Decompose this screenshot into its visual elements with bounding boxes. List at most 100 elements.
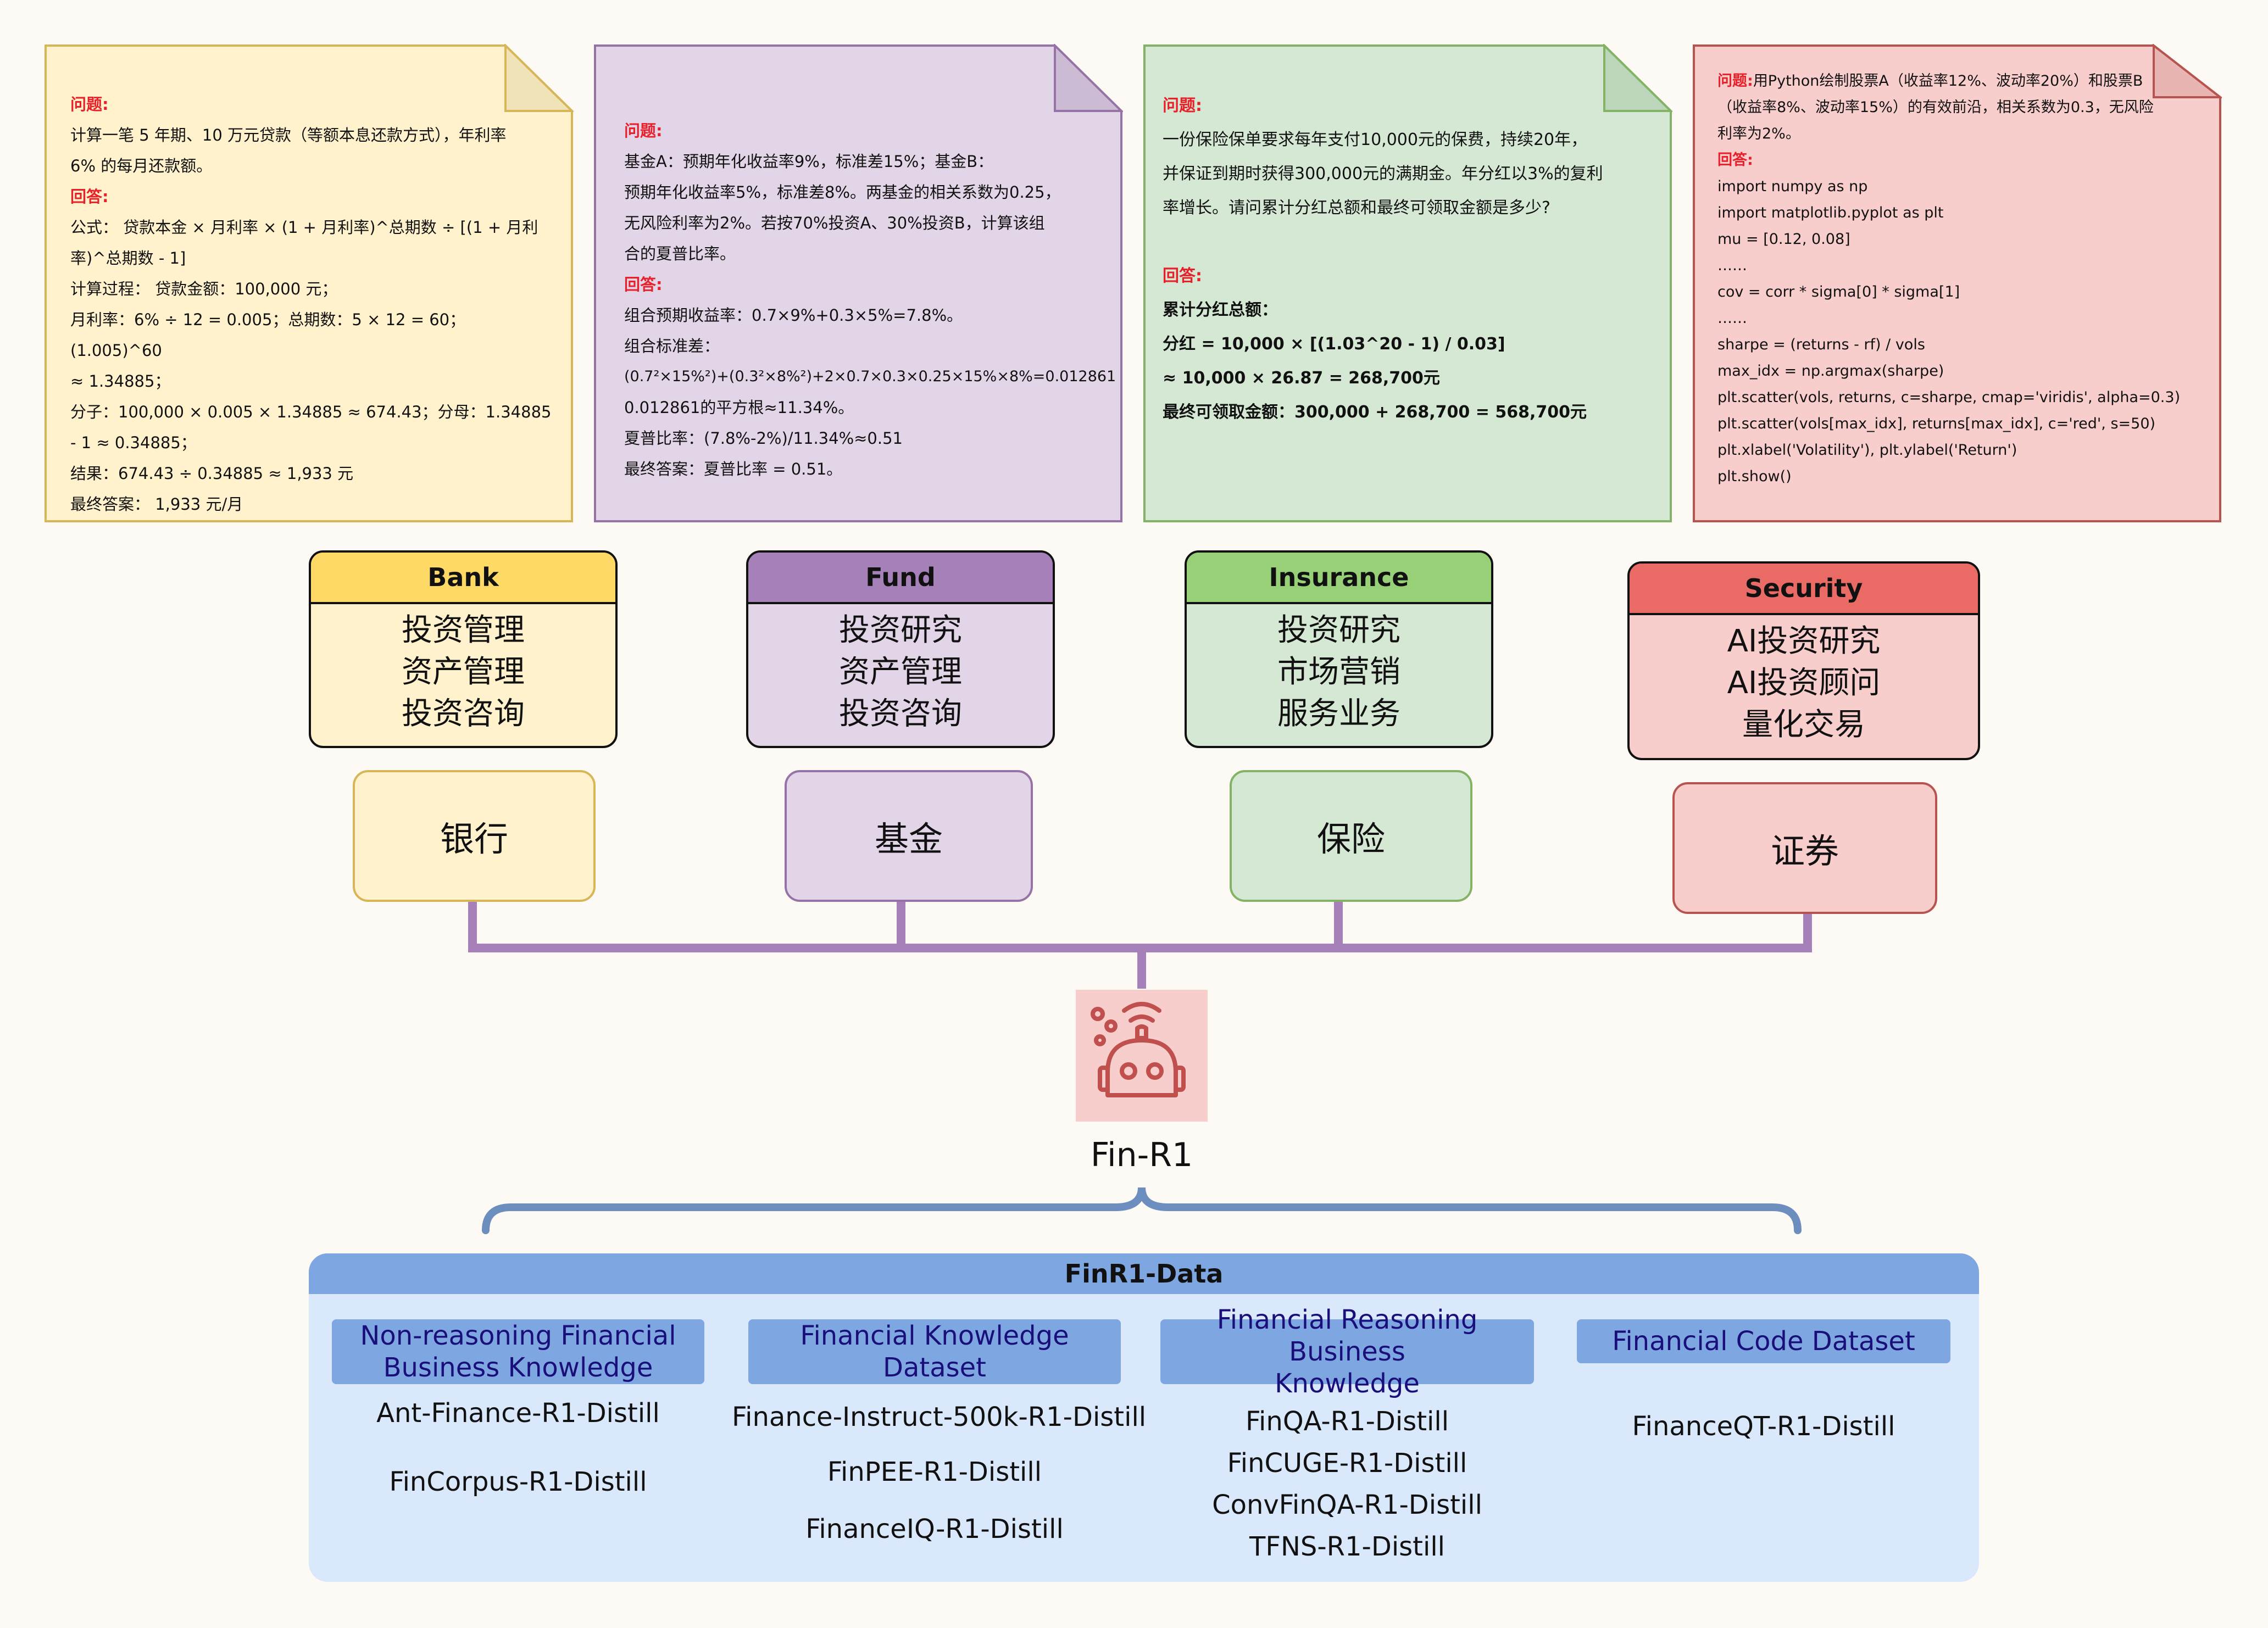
card-title: Security bbox=[1630, 564, 1978, 615]
card-item: AI投资顾问 bbox=[1727, 665, 1881, 701]
card-item: 投资研究 bbox=[839, 612, 962, 648]
data-panel-title: FinR1-Data bbox=[309, 1253, 1979, 1294]
question-label: 问题: bbox=[1163, 96, 1202, 115]
dataset-item: FinQA-R1-Distill bbox=[1245, 1406, 1449, 1437]
data-panel: FinR1-Data Non-reasoning Financial Busin… bbox=[309, 1253, 1979, 1582]
question-text: 一份保险保单要求每年支付10,000元的保费，持续20年， bbox=[1163, 130, 1588, 149]
answer-label: 回答: bbox=[1163, 266, 1202, 286]
question-label: 问题: bbox=[624, 121, 663, 140]
card-title: Fund bbox=[748, 553, 1053, 604]
card-title: Bank bbox=[311, 553, 615, 604]
code-line: plt.show() bbox=[1717, 468, 1792, 485]
answer-text: ≈ 1.34885； bbox=[70, 372, 171, 391]
category-non-reasoning: Non-reasoning Financial Business Knowled… bbox=[332, 1319, 704, 1384]
category-title: Financial Reasoning Business bbox=[1216, 1304, 1478, 1367]
category-title: Business Knowledge bbox=[383, 1352, 653, 1383]
card-item: 市场营销 bbox=[1277, 654, 1400, 690]
curly-brace bbox=[482, 1187, 1802, 1234]
answer-text: - 1 ≈ 0.34885； bbox=[70, 433, 197, 452]
card-item: 资产管理 bbox=[402, 654, 525, 690]
answer-text: 结果：674.43 ÷ 0.34885 ≈ 1,933 元 bbox=[70, 464, 354, 483]
category-title: Financial Knowledge Dataset bbox=[800, 1320, 1069, 1383]
dataset-item: ConvFinQA-R1-Distill bbox=[1212, 1490, 1482, 1520]
dataset-item: Finance-Instruct-500k-R1-Distill bbox=[732, 1402, 1147, 1432]
code-line: plt.scatter(vols[max_idx], returns[max_i… bbox=[1717, 415, 2156, 432]
dataset-item: FinanceQT-R1-Distill bbox=[1632, 1411, 1895, 1442]
answer-label: 回答: bbox=[70, 187, 109, 206]
sector-fund: 基金 bbox=[785, 770, 1033, 902]
answer-text: 计算过程： 贷款金额：100,000 元； bbox=[70, 280, 338, 298]
answer-text: 分子：100,000 × 0.005 × 1.34885 ≈ 674.43；分母… bbox=[70, 403, 552, 421]
dataset-item: FinCorpus-R1-Distill bbox=[389, 1467, 647, 1497]
answer-text: 累计分红总额： bbox=[1163, 300, 1278, 320]
code-line: …… bbox=[1717, 310, 1747, 327]
card-item: 资产管理 bbox=[839, 654, 962, 690]
question-text: （收益率8%、波动率15%）的有效前沿，相关系数为0.3，无风险 bbox=[1717, 99, 2154, 116]
note-shape-fund bbox=[594, 44, 1123, 522]
qa-note-fund: 问题: 基金A：预期年化收益率9%，标准差15%；基金B： 预期年化收益率5%，… bbox=[593, 44, 1123, 523]
answer-text: 最终可领取金额：300,000 + 268,700 = 568,700元 bbox=[1163, 403, 1587, 422]
question-text: 用Python绘制股票A（收益率12%、波动率20%）和股票B bbox=[1753, 73, 2143, 90]
answer-text: 公式： 贷款本金 × 月利率 × (1 + 月利率)^总期数 ÷ [(1 + 月… bbox=[70, 218, 538, 237]
code-line: plt.scatter(vols, returns, c=sharpe, cma… bbox=[1717, 389, 2181, 406]
card-insurance: Insurance 投资研究 市场营销 服务业务 bbox=[1185, 550, 1493, 748]
note-body-security: 问题:用Python绘制股票A（收益率12%、波动率20%）和股票B （收益率8… bbox=[1717, 68, 2212, 490]
question-text: 基金A：预期年化收益率9%，标准差15%；基金B： bbox=[624, 152, 994, 171]
dataset-item: TFNS-R1-Distill bbox=[1249, 1531, 1445, 1562]
card-items: AI投资研究 AI投资顾问 量化交易 bbox=[1630, 615, 1978, 746]
question-text: 无风险利率为2%。若按70%投资A、30%投资B，计算该组 bbox=[624, 214, 1045, 232]
sector-security: 证券 bbox=[1672, 782, 1937, 914]
category-reasoning: Financial Reasoning Business Knowledge bbox=[1160, 1304, 1534, 1399]
note-shape-security bbox=[1693, 44, 2222, 522]
code-line: import numpy as np bbox=[1717, 178, 1868, 195]
question-text: 合的夏普比率。 bbox=[624, 244, 736, 263]
answer-text: 最终答案：夏普比率 = 0.51。 bbox=[624, 460, 843, 478]
card-items: 投资研究 资产管理 投资咨询 bbox=[748, 604, 1053, 735]
question-label: 问题: bbox=[1717, 73, 1753, 90]
card-item: 投资咨询 bbox=[839, 696, 962, 732]
dataset-item: FinCUGE-R1-Distill bbox=[1227, 1448, 1467, 1479]
answer-text: (0.7²×15%²)+(0.3²×8%²)+2×0.7×0.3×0.25×15… bbox=[624, 368, 1116, 385]
qa-note-security: 问题:用Python绘制股票A（收益率12%、波动率20%）和股票B （收益率8… bbox=[1692, 44, 2222, 523]
dataset-item: FinPEE-R1-Distill bbox=[827, 1457, 1042, 1487]
question-text: 预期年化收益率5%，标准差8%。两基金的相关系数为0.25， bbox=[624, 183, 1061, 202]
answer-text: 率)^总期数 - 1] bbox=[70, 249, 186, 267]
question-label: 问题: bbox=[70, 95, 109, 114]
code-line: import matplotlib.pyplot as plt bbox=[1717, 204, 1944, 221]
card-item: 投资管理 bbox=[402, 612, 525, 648]
answer-text: 夏普比率：(7.8%-2%)/11.34%≈0.51 bbox=[624, 429, 903, 448]
card-title: Insurance bbox=[1187, 553, 1491, 604]
code-line: max_idx = np.argmax(sharpe) bbox=[1717, 363, 1944, 380]
note-shape-bank bbox=[45, 44, 574, 522]
answer-text: 0.012861的平方根≈11.34%。 bbox=[624, 398, 854, 417]
card-item: 量化交易 bbox=[1742, 707, 1865, 743]
model-name: Fin-R1 bbox=[1090, 1136, 1193, 1174]
card-items: 投资管理 资产管理 投资咨询 bbox=[311, 604, 615, 735]
note-shape-insurance bbox=[1143, 44, 1672, 522]
question-text: 6% 的每月还款额。 bbox=[70, 157, 213, 175]
card-security: Security AI投资研究 AI投资顾问 量化交易 bbox=[1627, 561, 1980, 760]
code-line: sharpe = (returns - rf) / vols bbox=[1717, 336, 1925, 353]
question-text: 率增长。请问累计分红总额和最终可领取金额是多少? bbox=[1163, 198, 1550, 218]
answer-text: 月利率：6% ÷ 12 = 0.005；总期数：5 × 12 = 60；(1.0… bbox=[70, 310, 466, 360]
answer-text: 最终答案： 1,933 元/月 bbox=[70, 495, 243, 514]
code-line: …… bbox=[1717, 257, 1747, 274]
answer-text: 分红 = 10,000 × [(1.03^20 - 1) / 0.03] bbox=[1163, 334, 1505, 354]
card-items: 投资研究 市场营销 服务业务 bbox=[1187, 604, 1491, 735]
question-text: 利率为2%。 bbox=[1717, 125, 1800, 142]
sector-insurance: 保险 bbox=[1230, 770, 1472, 902]
card-item: 投资咨询 bbox=[402, 696, 525, 732]
category-knowledge: Financial Knowledge Dataset bbox=[748, 1319, 1121, 1384]
code-line: mu = [0.12, 0.08] bbox=[1717, 231, 1850, 248]
card-item: 服务业务 bbox=[1277, 696, 1400, 732]
category-title: Knowledge bbox=[1275, 1368, 1420, 1399]
note-body-bank: 问题: 计算一笔 5 年期、10 万元贷款（等额本息还款方式），年利率 6% 的… bbox=[70, 89, 554, 520]
card-item: AI投资研究 bbox=[1727, 623, 1881, 659]
robot-icon bbox=[1091, 1002, 1186, 1097]
qa-note-insurance: 问题: 一份保险保单要求每年支付10,000元的保费，持续20年， 并保证到期时… bbox=[1143, 44, 1672, 523]
answer-label: 回答: bbox=[624, 275, 663, 294]
card-item: 投资研究 bbox=[1277, 612, 1400, 648]
qa-note-bank: 问题: 计算一笔 5 年期、10 万元贷款（等额本息还款方式），年利率 6% 的… bbox=[44, 44, 574, 523]
